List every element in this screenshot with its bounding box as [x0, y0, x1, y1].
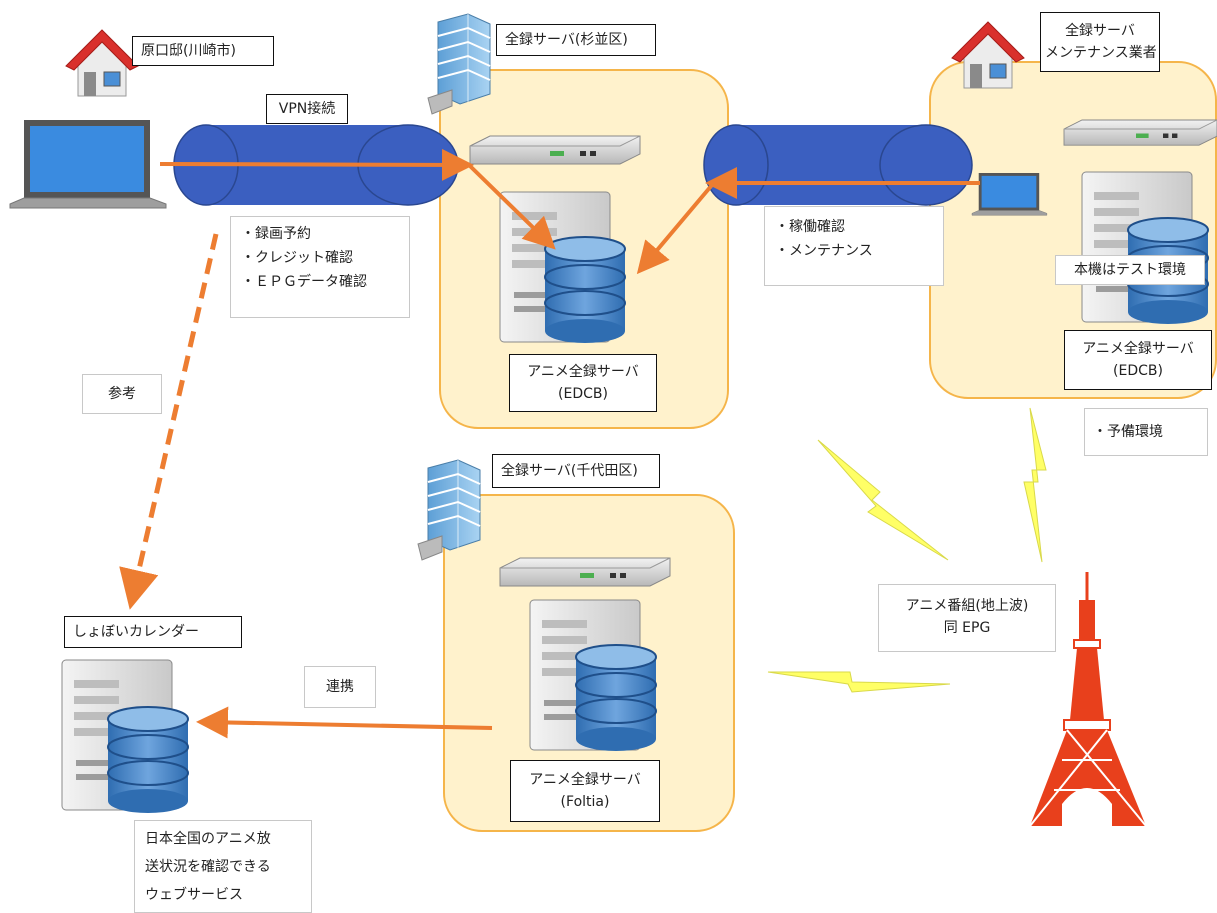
- arrow-link-chiyoda-to-calendar: [196, 706, 493, 739]
- maintenance-vendor-line1: 全録サーバ: [1065, 23, 1135, 39]
- label-server-edcb-maintenance: アニメ全録サーバ (EDCB): [1064, 330, 1212, 390]
- label-server-foltia: アニメ全録サーバ (Foltia): [510, 760, 660, 822]
- server-software: (EDCB): [558, 386, 608, 402]
- maintenance-vendor-line2: メンテナンス業者: [1045, 45, 1157, 61]
- laptop-icon-home: [9, 119, 167, 209]
- lightning-icon-1: [817, 439, 949, 561]
- calendar-desc-line: 日本全国のアニメ放: [145, 831, 271, 847]
- calendar-desc-line: ウェブサービス: [145, 887, 243, 903]
- label-link: 連携: [304, 666, 376, 708]
- calendar-desc-line: 送状況を確認できる: [145, 859, 271, 875]
- maintenance-task-list: ・稼働確認 ・メンテナンス: [764, 206, 944, 286]
- home-task-list: ・録画予約 ・クレジット確認 ・ＥＰＧデータ確認: [230, 216, 410, 318]
- database-icon-calendar: [107, 706, 189, 814]
- tower-icon: [1029, 572, 1147, 827]
- label-backup-environment: ・予備環境: [1084, 408, 1208, 456]
- rack-server-icon-maintenance: [1063, 119, 1217, 146]
- lightning-icon-3: [767, 671, 951, 693]
- label-calendar: しょぼいカレンダー: [64, 616, 242, 648]
- rack-server-icon-chiyoda: [499, 557, 671, 587]
- lightning-icon-2: [1023, 407, 1047, 563]
- home-task-item: ・録画予約: [241, 226, 311, 242]
- arrow-tube-to-db: [636, 183, 714, 275]
- label-server-chiyoda: 全録サーバ(千代田区): [492, 454, 660, 488]
- maintenance-task-item: ・メンテナンス: [775, 243, 873, 259]
- arrow-reference-dashed: [119, 233, 219, 610]
- label-reference: 参考: [82, 374, 162, 414]
- label-server-edcb-suginami: アニメ全録サーバ (EDCB): [509, 354, 657, 412]
- database-icon-suginami: [544, 236, 626, 344]
- broadcast-line1: アニメ番組(地上波): [905, 598, 1029, 614]
- vpn-tube-right: [703, 124, 973, 206]
- server-software: (Foltia): [560, 794, 610, 810]
- arrow-home-to-rack: [159, 148, 474, 181]
- laptop-icon-maintenance: [971, 172, 1048, 216]
- calendar-description: 日本全国のアニメ放 送状況を確認できる ウェブサービス: [134, 820, 312, 913]
- server-name: アニメ全録サーバ: [527, 364, 639, 380]
- label-broadcast: アニメ番組(地上波) 同 EPG: [878, 584, 1056, 652]
- label-test-environment: 本機はテスト環境: [1055, 255, 1205, 285]
- label-home: 原口邸(川崎市): [132, 36, 274, 66]
- label-server-suginami: 全録サーバ(杉並区): [496, 24, 656, 56]
- home-task-item: ・クレジット確認: [241, 250, 353, 266]
- arrow-rack-to-db: [468, 164, 556, 250]
- house-icon-home: [65, 29, 139, 97]
- server-software: (EDCB): [1113, 363, 1163, 379]
- database-icon-chiyoda: [575, 644, 657, 752]
- server-name: アニメ全録サーバ: [529, 772, 641, 788]
- vpn-tube-left: [173, 124, 459, 206]
- home-task-item: ・ＥＰＧデータ確認: [241, 274, 367, 290]
- label-vpn: VPN接続: [266, 94, 348, 124]
- label-maintenance-vendor: 全録サーバ メンテナンス業者: [1040, 12, 1160, 72]
- server-name: アニメ全録サーバ: [1082, 341, 1194, 357]
- maintenance-task-item: ・稼働確認: [775, 219, 845, 235]
- broadcast-line2: 同 EPG: [943, 620, 991, 636]
- rack-server-icon-suginami: [469, 135, 641, 165]
